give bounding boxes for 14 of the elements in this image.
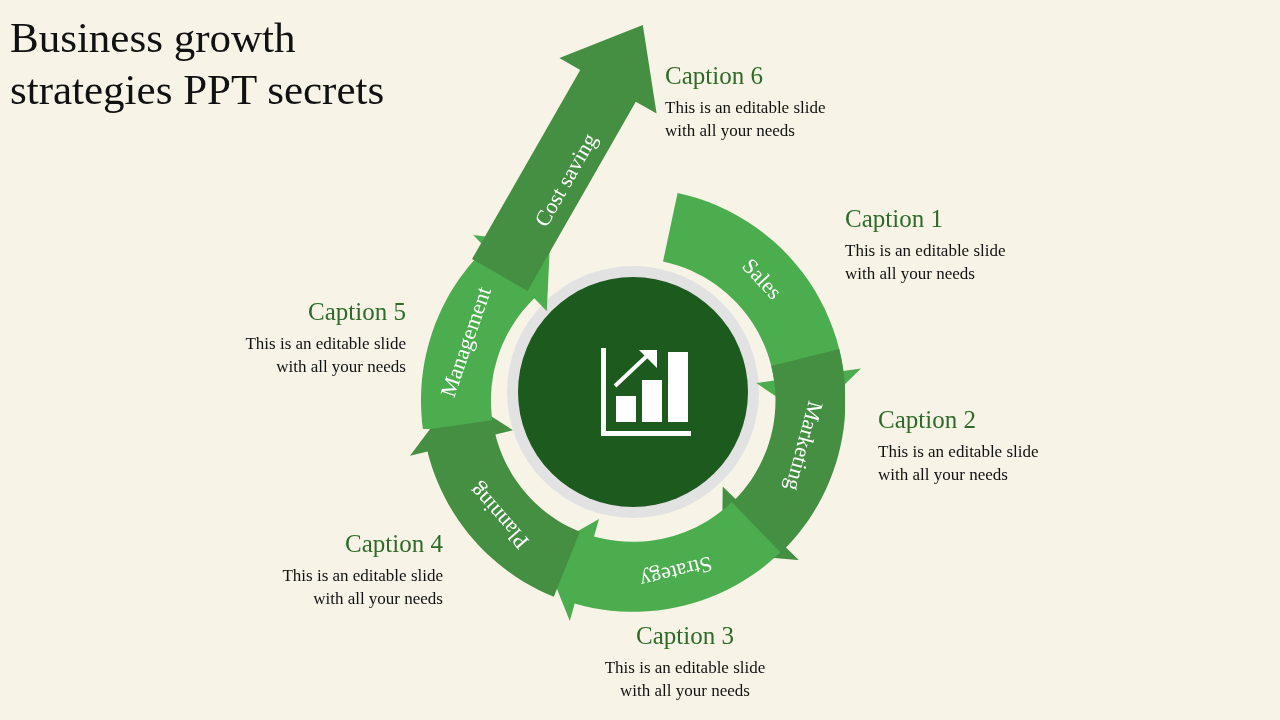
caption-text: This is an editable slide with all your needs bbox=[845, 240, 1007, 285]
caption-text: This is an editable slide with all your needs bbox=[281, 565, 443, 610]
title: Business growth strategies PPT secrets bbox=[10, 13, 386, 115]
arrow-label: Strategy bbox=[637, 550, 715, 594]
caption-text: This is an editable slide with all your needs bbox=[665, 97, 827, 142]
caption-heading: Caption 1 bbox=[845, 205, 943, 233]
caption-heading: Caption 4 bbox=[345, 530, 443, 558]
caption-heading: Caption 3 bbox=[635, 622, 735, 650]
caption-text: This is an editable slide with all your needs bbox=[603, 657, 767, 702]
caption-heading: Caption 6 bbox=[665, 62, 763, 90]
caption-heading: Caption 5 bbox=[308, 298, 406, 326]
caption-text: This is an editable slide with all your needs bbox=[878, 441, 1040, 486]
caption-heading: Caption 2 bbox=[878, 406, 976, 434]
caption-text: This is an editable slide with all your needs bbox=[244, 333, 406, 378]
